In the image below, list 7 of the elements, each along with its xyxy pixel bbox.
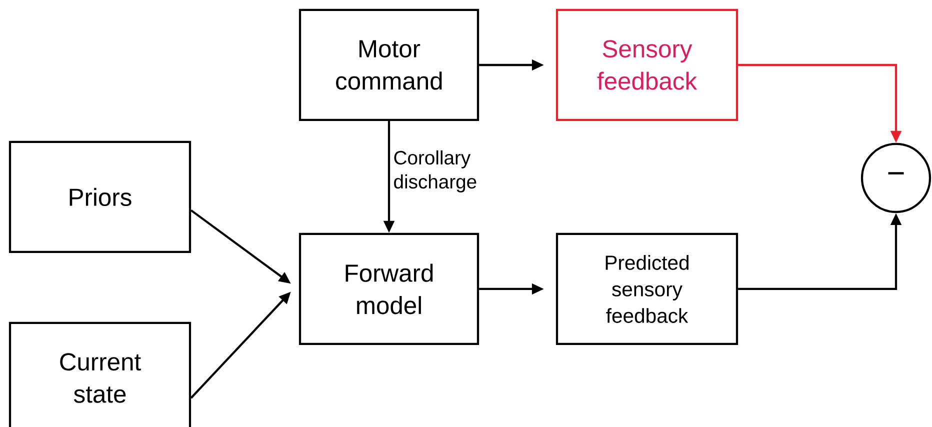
process-box: Sensory feedback xyxy=(556,8,738,122)
process-box: Forward model xyxy=(298,232,480,346)
edge-label: Corollary discharge xyxy=(394,150,476,192)
process-box: Current state xyxy=(8,322,192,427)
process-box: Predicted sensory feedback xyxy=(556,232,738,346)
process-box: Priors xyxy=(8,140,192,254)
process-box: Motor command xyxy=(298,8,480,122)
